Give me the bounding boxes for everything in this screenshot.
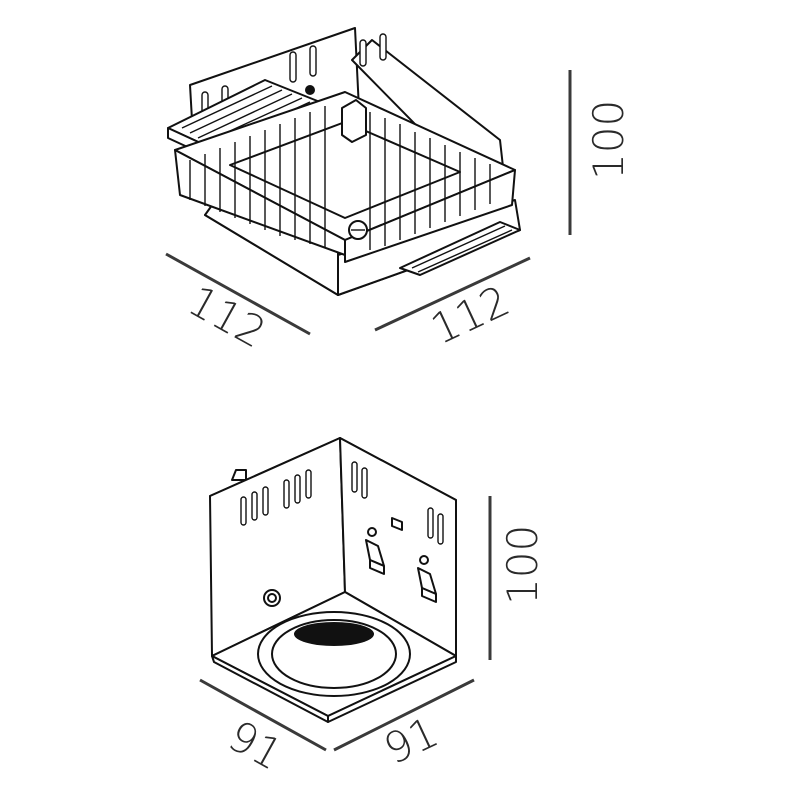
dim-line-width-right bbox=[333, 678, 475, 752]
housing-illustration bbox=[209, 437, 457, 723]
dim-label-width-left: 91 bbox=[220, 711, 291, 780]
dim-label-width-right: 112 bbox=[424, 276, 517, 354]
frame-illustration bbox=[167, 27, 521, 296]
dim-label-width-right: 91 bbox=[377, 707, 446, 774]
frame-fins bbox=[189, 106, 491, 250]
spring-clip-2 bbox=[417, 555, 437, 603]
dim-label-height: 100 bbox=[584, 100, 633, 180]
housing-left-slots bbox=[240, 469, 312, 526]
dim-line-width-left bbox=[165, 252, 311, 336]
perforation-right bbox=[411, 225, 513, 273]
dim-label-width-left: 112 bbox=[180, 276, 274, 358]
dim-label-height: 100 bbox=[498, 525, 547, 605]
spring-clip-1 bbox=[365, 527, 385, 575]
dim-line-width-right bbox=[374, 256, 531, 332]
lamp-reflector bbox=[294, 622, 374, 646]
housing-right-slots bbox=[351, 461, 444, 545]
dim-line-width-left bbox=[199, 678, 327, 752]
perforated-ear-right bbox=[399, 221, 521, 276]
